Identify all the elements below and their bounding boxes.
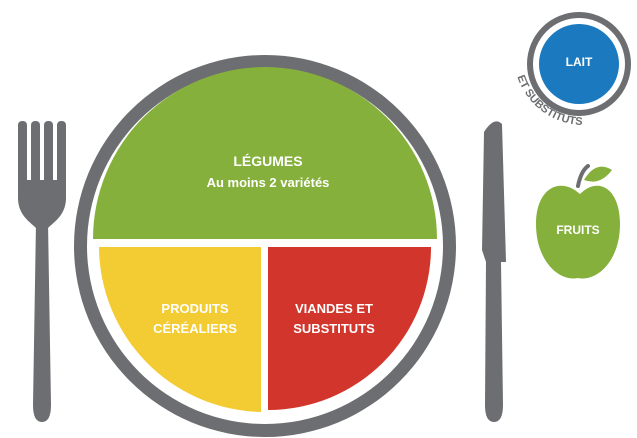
knife-icon <box>482 121 506 422</box>
vegetables-label: LÉGUMES <box>233 153 302 169</box>
vegetables-sublabel: Au moins 2 variétés <box>207 175 330 190</box>
milk-glass-icon <box>527 12 631 116</box>
meats-section <box>268 247 431 410</box>
grains-sublabel: CÉRÉALIERS <box>153 321 237 336</box>
vegetables-section <box>93 67 437 239</box>
meats-label: VIANDES ET <box>295 301 373 316</box>
milk-label: LAIT <box>566 55 593 69</box>
apple-icon <box>536 164 620 279</box>
meats-sublabel: SUBSTITUTS <box>293 321 375 336</box>
fork-icon <box>18 121 66 422</box>
fruits-label: FRUITS <box>556 223 599 237</box>
grains-label: PRODUITS <box>161 301 229 316</box>
grains-section <box>99 247 261 412</box>
